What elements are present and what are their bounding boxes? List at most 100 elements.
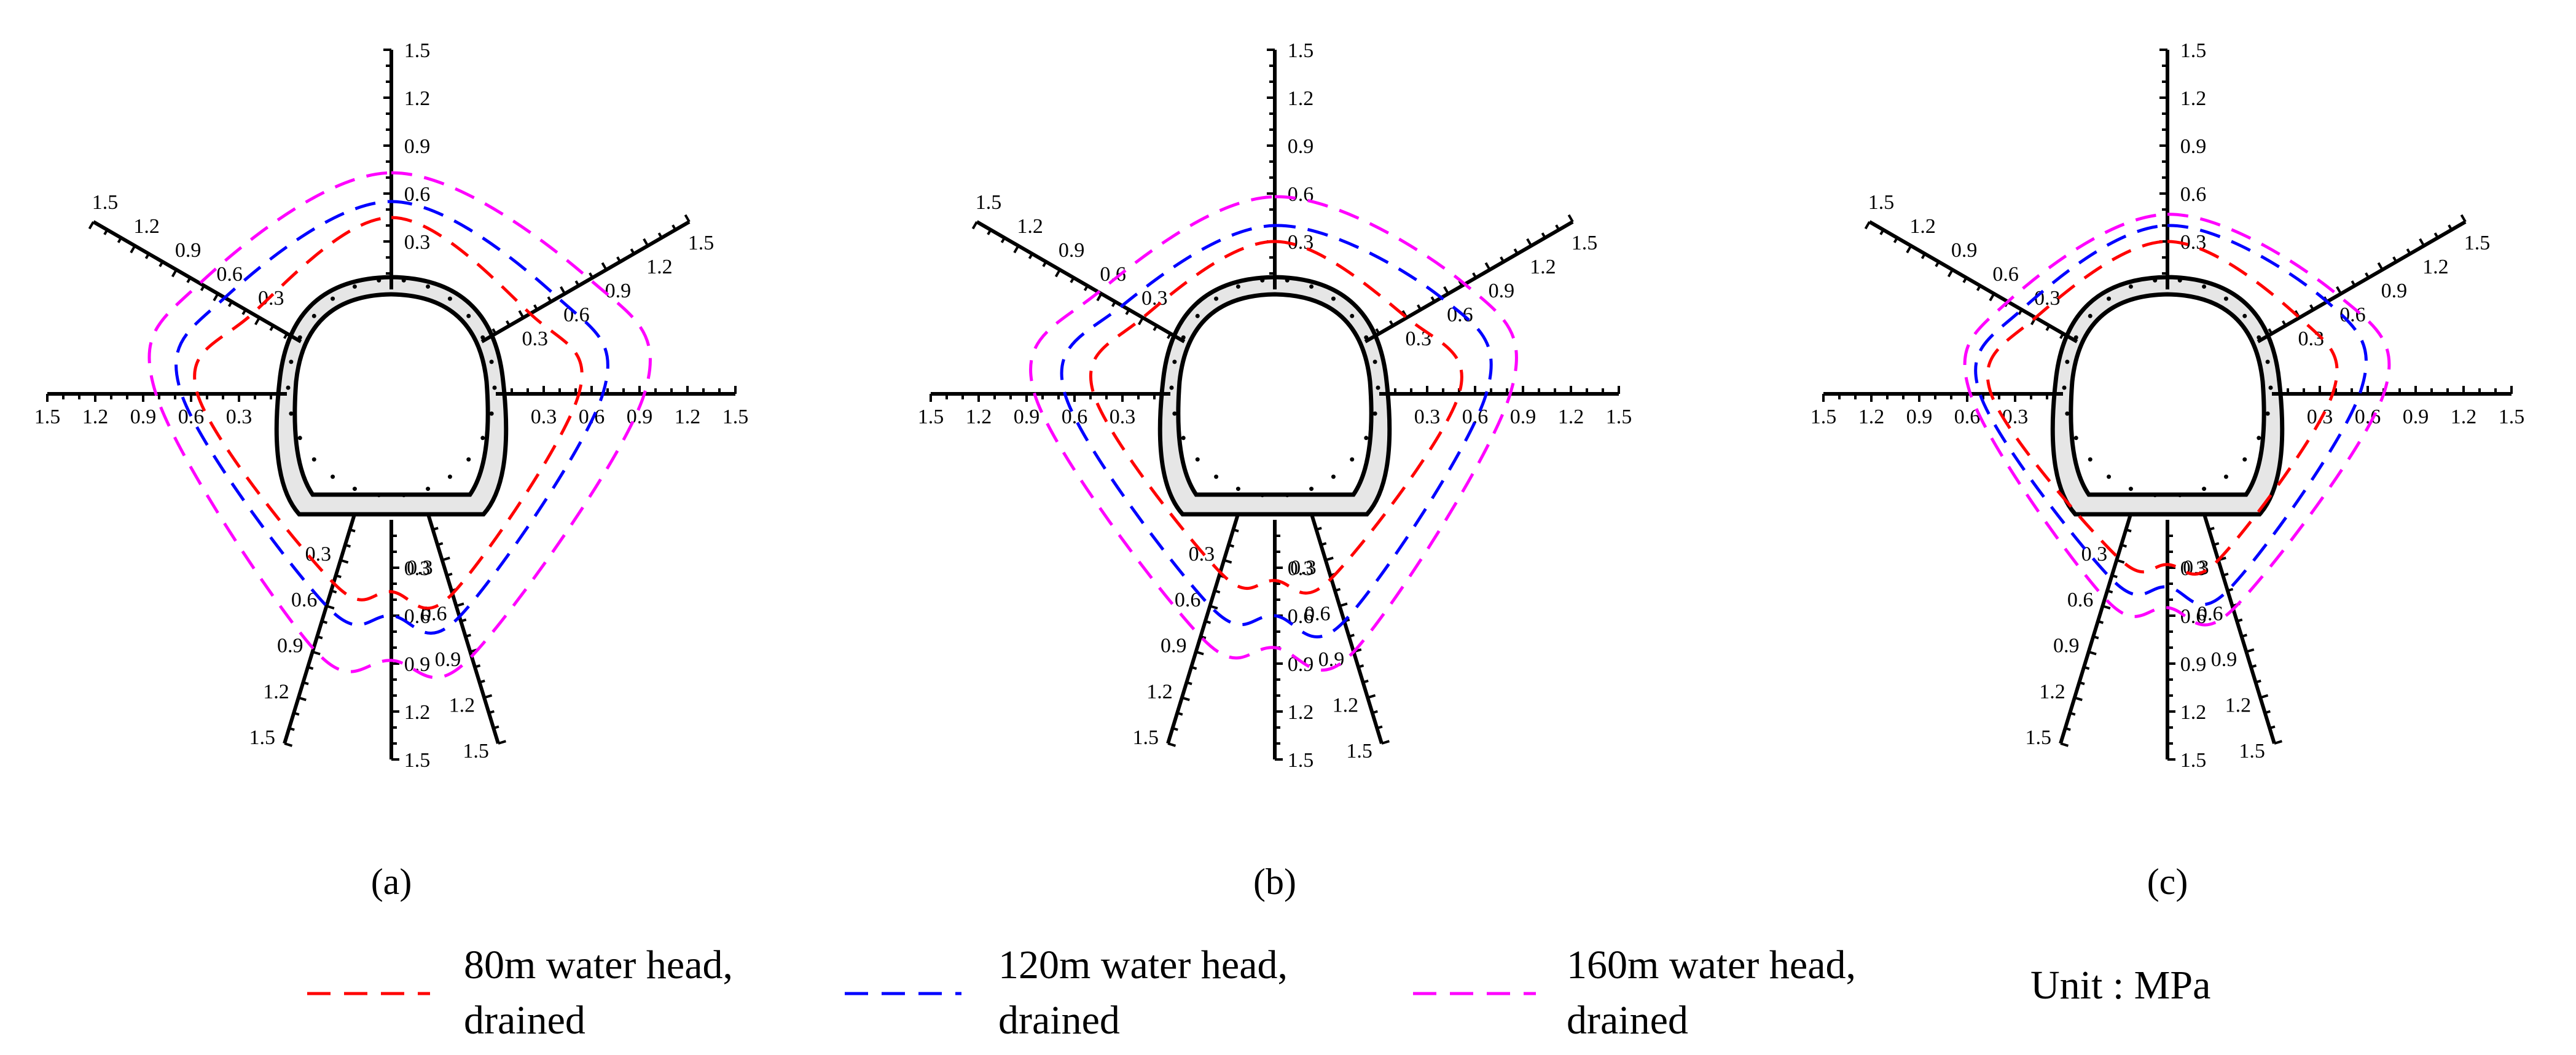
axis-tick bbox=[1906, 245, 1912, 254]
axis-tick-label: 1.2 bbox=[646, 256, 673, 278]
lining-texture bbox=[2223, 474, 2228, 479]
axis-tick bbox=[2227, 587, 2234, 592]
lining-texture bbox=[1172, 411, 1177, 416]
axis-tick-label: 1.5 bbox=[2499, 406, 2525, 428]
legend-label-120m-line2: drained bbox=[998, 998, 1120, 1043]
axis-line bbox=[2202, 514, 2276, 744]
axis-tick-label: 1.5 bbox=[1572, 232, 1598, 254]
lining-texture bbox=[1372, 411, 1377, 416]
axis-tick-label: 0.6 bbox=[1992, 263, 2019, 286]
axis-tick bbox=[171, 269, 178, 278]
axis-tick bbox=[2045, 325, 2051, 331]
axis-tick-label: 1.5 bbox=[2239, 740, 2265, 763]
axis-tick bbox=[254, 316, 260, 326]
axis-tick bbox=[2213, 542, 2220, 546]
axis-tick-label: 1.2 bbox=[2422, 256, 2449, 278]
axis-tick bbox=[331, 589, 337, 594]
axis-tick-label: 1.5 bbox=[249, 726, 275, 749]
lining-texture bbox=[2265, 359, 2270, 364]
axis-tick bbox=[2125, 528, 2132, 533]
axis-tick-label: 1.2 bbox=[1288, 87, 1314, 110]
lining-texture bbox=[1235, 487, 1240, 492]
axis-tick bbox=[293, 712, 300, 716]
axis-tick-label: 1.5 bbox=[1132, 726, 1159, 749]
axis-tick-label: 1.2 bbox=[1333, 694, 1359, 717]
lining-texture bbox=[2128, 284, 2133, 289]
legend-label-80m-line1: 80m water head, bbox=[464, 943, 733, 987]
tunnel-lining-inner bbox=[292, 292, 490, 497]
lining-texture bbox=[1350, 313, 1355, 318]
axis-tick-label: 1.5 bbox=[722, 406, 749, 428]
axis-tick bbox=[2351, 280, 2356, 287]
axis-tick bbox=[643, 238, 649, 246]
lining-texture bbox=[466, 457, 471, 462]
axis-tick-label: 0.9 bbox=[2180, 653, 2207, 676]
axis-tick bbox=[2365, 272, 2370, 279]
axis-tick bbox=[1070, 276, 1075, 283]
axis-tick bbox=[2078, 681, 2085, 686]
axis-tick bbox=[1864, 221, 1871, 230]
axis-tick bbox=[1500, 256, 1505, 263]
axis-tick bbox=[1200, 635, 1207, 640]
axis-tick-label: 0.3 bbox=[1406, 327, 1432, 350]
axis-tick-label: 1.2 bbox=[133, 215, 160, 238]
axis-tick-label: 1.5 bbox=[1346, 740, 1372, 763]
axis-tick bbox=[547, 296, 552, 303]
lining-texture bbox=[286, 385, 291, 390]
axis-tick bbox=[446, 572, 453, 577]
lining-texture bbox=[401, 278, 406, 283]
axis-tick-label: 1.2 bbox=[1909, 215, 1936, 238]
axis-tick bbox=[574, 280, 580, 287]
axis-tick-label: 0.9 bbox=[2403, 406, 2429, 428]
axis-tick bbox=[2236, 618, 2243, 623]
axis-tick bbox=[1191, 665, 1197, 670]
axis-tick-label: 0.9 bbox=[1951, 239, 1978, 262]
axis-tick bbox=[1339, 602, 1348, 608]
axis-tick bbox=[326, 605, 335, 610]
lining-texture bbox=[2153, 493, 2158, 498]
lining-texture bbox=[289, 411, 294, 416]
axis-tick bbox=[479, 680, 485, 684]
axis-tick bbox=[2460, 214, 2467, 222]
axis-tick bbox=[1920, 253, 1926, 259]
axis-tick bbox=[269, 325, 275, 331]
lining-texture bbox=[2242, 457, 2247, 462]
lining-texture bbox=[2265, 411, 2270, 416]
axis-tick-label: 1.5 bbox=[463, 740, 489, 763]
axis-tick bbox=[298, 696, 307, 702]
lining-texture bbox=[489, 411, 494, 416]
lining-texture bbox=[1376, 385, 1380, 390]
series-curve-2 bbox=[147, 171, 652, 680]
axis-tick bbox=[1375, 328, 1380, 334]
axis-tick bbox=[227, 300, 233, 307]
axis-tick bbox=[1947, 269, 1954, 278]
axis-tick bbox=[560, 286, 566, 294]
axis-tick bbox=[1381, 740, 1390, 745]
axis-tick bbox=[2222, 572, 2229, 577]
axis-tick bbox=[144, 253, 150, 259]
axis-tick bbox=[2265, 710, 2271, 715]
axis-tick bbox=[186, 276, 192, 283]
axis-tick-label: 0.6 bbox=[178, 406, 205, 428]
axis-tick bbox=[2097, 620, 2104, 624]
series-curve-2 bbox=[1963, 213, 2391, 627]
series-curve-0 bbox=[1089, 240, 1463, 595]
axis-tick-label: 0.3 bbox=[305, 543, 332, 566]
axis-tick-label: 1.2 bbox=[2225, 694, 2252, 717]
lining-texture bbox=[1214, 296, 1219, 301]
axis-tick bbox=[2274, 740, 2282, 745]
axis-tick bbox=[2208, 527, 2215, 531]
axis-tick-label: 0.3 bbox=[2298, 327, 2325, 350]
axis-tick-label: 0.9 bbox=[1906, 406, 1933, 428]
axis-tick bbox=[1879, 229, 1885, 235]
panel-label-c: (c) bbox=[2147, 861, 2188, 902]
tunnel-lining-inner bbox=[2069, 292, 2266, 497]
axis-tick bbox=[601, 262, 608, 270]
series-curve-1 bbox=[174, 200, 609, 635]
axis-tick-label: 0.3 bbox=[1110, 406, 1136, 428]
axis-tick bbox=[2448, 224, 2453, 231]
axis-tick-label: 1.2 bbox=[1017, 215, 1043, 238]
axis-tick-label: 0.3 bbox=[2180, 557, 2207, 580]
axis-tick bbox=[455, 602, 464, 608]
lining-texture bbox=[2107, 474, 2112, 479]
